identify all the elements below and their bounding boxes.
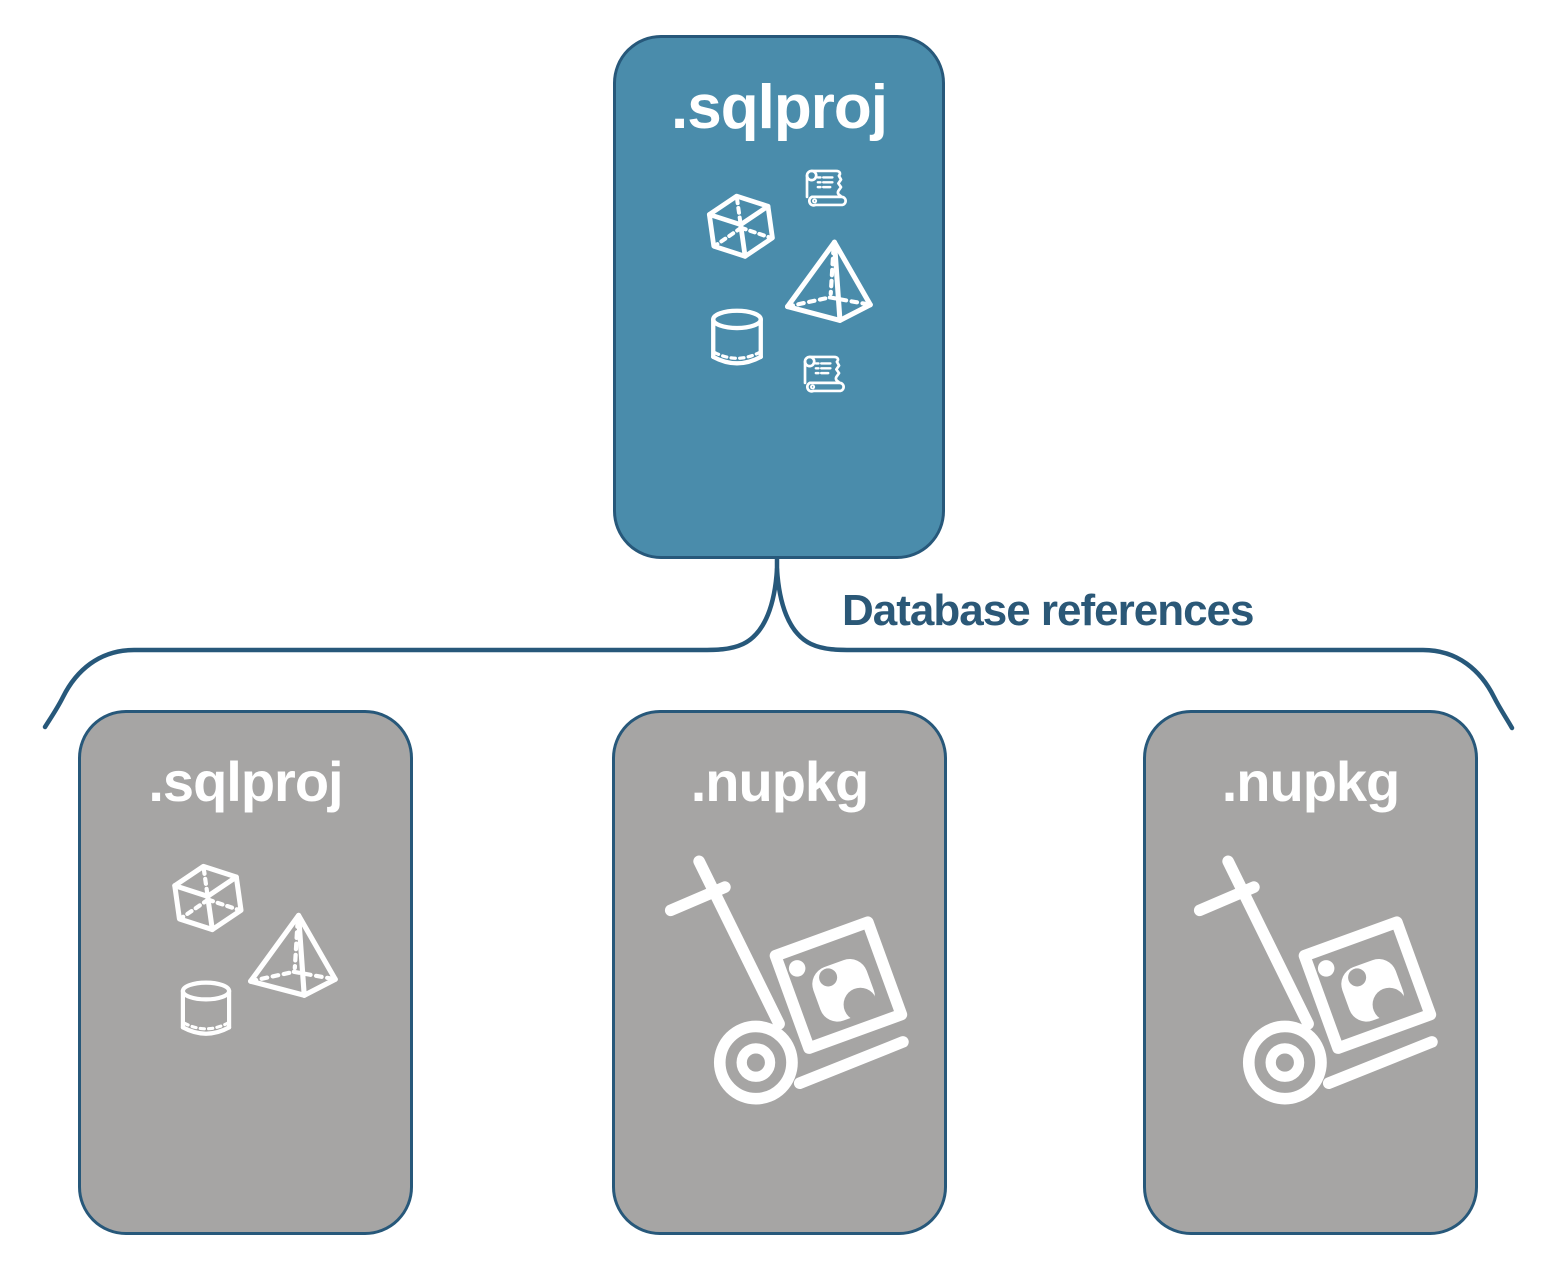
cylinder-icon xyxy=(171,971,241,1053)
package-dolly-icon xyxy=(1192,851,1450,1109)
cube-icon xyxy=(698,191,784,271)
child-box-title: .nupkg xyxy=(690,750,870,813)
scroll-icon xyxy=(803,355,845,393)
child-box-title: .sqlproj xyxy=(148,750,343,813)
pyramid-icon xyxy=(778,233,878,325)
cube-icon xyxy=(163,861,253,945)
child-box-nupkg-2: .nupkg xyxy=(1143,710,1478,1235)
root-box-title: .sqlproj xyxy=(671,73,888,142)
connector-label: Database references xyxy=(842,586,1254,635)
scroll-icon xyxy=(805,169,847,207)
cylinder-icon xyxy=(701,301,773,381)
child-box-title: .nupkg xyxy=(1221,750,1401,813)
pyramid-icon xyxy=(241,906,343,1000)
child-box-sqlproj: .sqlproj xyxy=(78,710,413,1235)
root-box-sqlproj: .sqlproj xyxy=(613,35,945,559)
package-dolly-icon xyxy=(663,851,921,1109)
child-box-nupkg-1: .nupkg xyxy=(612,710,947,1235)
